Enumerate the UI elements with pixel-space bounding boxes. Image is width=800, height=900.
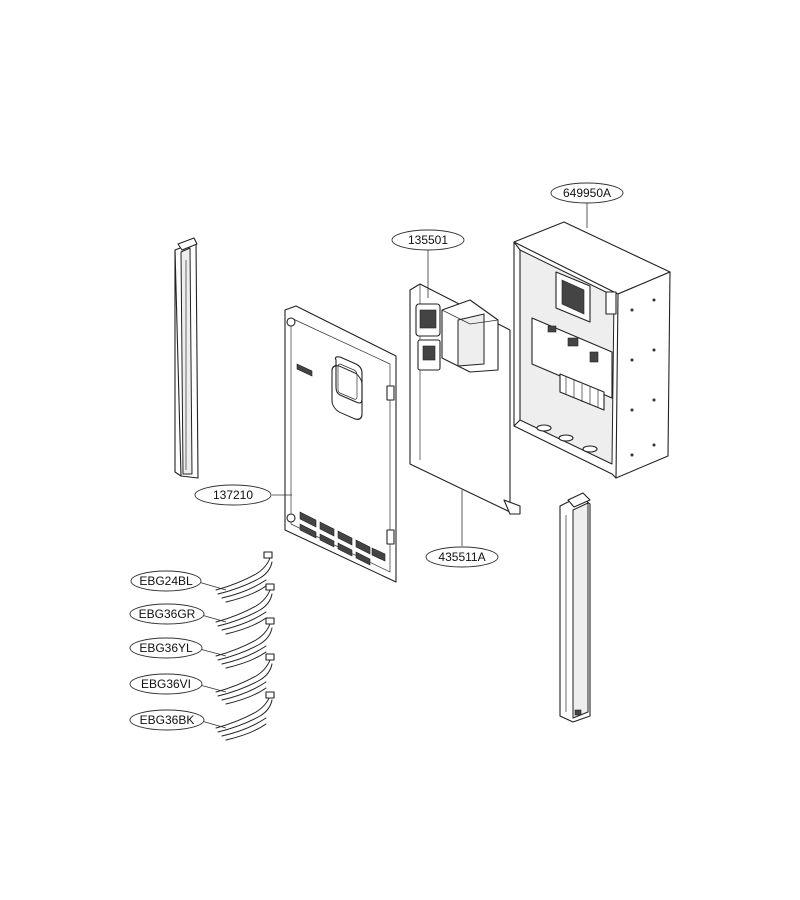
inner-panel [409, 283, 521, 515]
harness-5-code: EBG36BK [140, 713, 195, 727]
control-box-enclosure [513, 221, 671, 479]
inner-panel-code: 135501 [408, 233, 448, 247]
callout-back-panel: 435511A [425, 546, 499, 568]
callout-harness-3: EBG36YL [129, 637, 203, 659]
wire-harnesses [215, 551, 275, 741]
callout-harness-1: EBG24BL [130, 570, 202, 592]
cover-vents [299, 511, 386, 566]
harness-5 [215, 691, 275, 741]
harness-1-code: EBG24BL [139, 574, 193, 588]
callout-harness-5: EBG36BK [129, 709, 205, 731]
enclosure-rivets [630, 298, 656, 457]
callout-front-cover: 137210 [194, 484, 272, 506]
front-cover-code: 137210 [213, 488, 253, 502]
callout-harness-2: EBG36GR [129, 603, 205, 625]
callout-control-box: 649950A [550, 182, 624, 204]
callout-inner-panel: 135501 [391, 229, 465, 251]
harness-4-code: EBG36VI [141, 677, 191, 691]
left-side-rail [174, 237, 199, 479]
back-panel-code: 435511A [438, 550, 485, 564]
harness-1 [215, 551, 273, 603]
control-box-code: 649950A [563, 186, 611, 200]
callout-harness-4: EBG36VI [129, 673, 203, 695]
harness-2-code: EBG36GR [139, 607, 196, 621]
right-side-rail [559, 492, 591, 723]
harness-2 [215, 583, 275, 635]
harness-3-code: EBG36YL [139, 641, 193, 655]
front-cover-door [284, 305, 397, 583]
harness-4 [215, 653, 275, 705]
harness-3 [215, 617, 275, 669]
